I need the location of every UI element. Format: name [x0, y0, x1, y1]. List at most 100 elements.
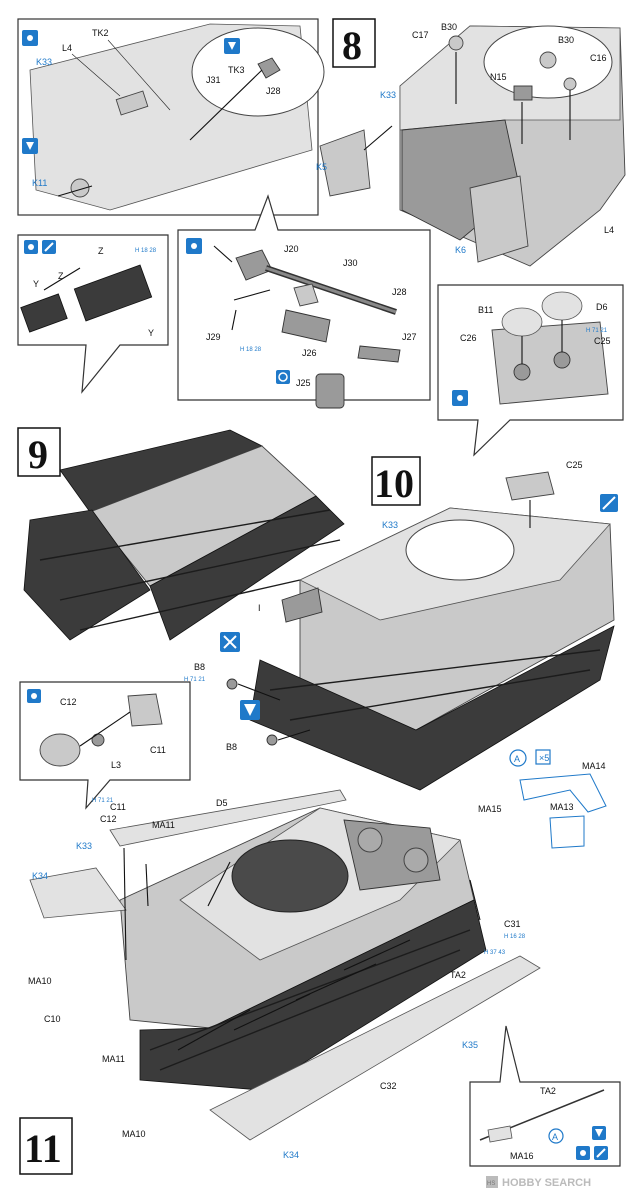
label-c31: C31: [504, 919, 521, 929]
headlight-subassembly: C12 C11 L3: [19, 681, 191, 810]
label-b30-b: B30: [558, 35, 574, 45]
paint-icon: [594, 1146, 608, 1160]
flip-icon: [276, 370, 290, 384]
watermark-badge: HS: [487, 1181, 495, 1187]
label-c26: C26: [460, 333, 477, 343]
step-11-section: 11: [19, 789, 541, 1175]
label-c12-sub: C12: [60, 697, 77, 707]
do-not-glue-icon: [220, 632, 240, 652]
watermark: HS HOBBY SEARCH: [486, 1176, 591, 1189]
label-tk3: TK3: [228, 65, 245, 75]
label-b8-b: B8: [226, 742, 237, 752]
label-j29: J29: [206, 332, 221, 342]
label-ta2: TA2: [450, 970, 466, 980]
label-k34-bottom: K34: [283, 1150, 299, 1160]
label-j25: J25: [296, 378, 311, 388]
label-b8-a: B8: [194, 662, 205, 672]
label-z-left: Z: [58, 271, 64, 281]
marker-a-detail: A: [552, 1132, 558, 1142]
step-11-hull-drawing: [29, 789, 541, 1141]
step-9-section: 9: [17, 427, 345, 641]
gun-subassembly: J20 J30 J28 J29 J26 J27 J25 H 18 28: [177, 194, 431, 409]
label-y-right: Y: [148, 328, 154, 338]
label-c25: C25: [594, 336, 611, 346]
cement-icon: [224, 38, 240, 54]
label-k34-top: K34: [32, 871, 48, 881]
label-ma15: MA15: [478, 804, 502, 814]
runner-ref-c31: H 16 28: [504, 934, 526, 940]
label-d6: D6: [596, 302, 608, 312]
glue-icon: [452, 390, 468, 406]
step-8-section: L4 TK2 K33 J31 TK3 J28 K11 8: [17, 18, 626, 267]
glue-icon: [27, 689, 41, 703]
step-number-8: 8: [342, 23, 362, 68]
ta2-detail-panel: A TA2 MA16: [469, 1025, 621, 1167]
glue-icon: [22, 30, 38, 46]
label-j26: J26: [302, 348, 317, 358]
label-n15: N15: [490, 72, 507, 82]
label-j28-gun: J28: [392, 287, 407, 297]
cement-icon: [240, 700, 260, 720]
label-k33: K33: [36, 57, 52, 67]
label-c10: C10: [44, 1014, 61, 1024]
label-l4: L4: [62, 43, 72, 53]
label-c11-11: C11: [110, 802, 126, 812]
step-number-11: 11: [24, 1126, 62, 1171]
label-k35: K35: [462, 1040, 478, 1050]
runner-ref-c11: H 71 21: [92, 798, 114, 804]
label-c17: C17: [412, 30, 429, 40]
label-ma11-low: MA11: [102, 1054, 125, 1064]
glue-icon: [24, 240, 38, 254]
label-j20: J20: [284, 244, 299, 254]
runner-ref-hatch: H 71 21: [586, 328, 608, 334]
label-z-top: Z: [98, 246, 104, 256]
runner-ref-track: H 18 28: [135, 248, 157, 254]
label-k5: K5: [316, 162, 327, 172]
label-tk2: TK2: [92, 28, 109, 38]
label-l3: L3: [111, 760, 121, 770]
step-number-10: 10: [374, 461, 414, 506]
label-k33-main: K33: [380, 90, 396, 100]
step-10-section: 10 C25 K33 I B8 B8 H 71 21: [184, 456, 618, 791]
glue-icon: [576, 1146, 590, 1160]
label-j28: J28: [266, 86, 281, 96]
label-ma13: MA13: [550, 802, 574, 812]
runner-ref-gun: H 18 28: [240, 347, 262, 353]
label-ma14: MA14: [582, 761, 606, 771]
label-l4-main: L4: [604, 225, 614, 235]
runner-ref-c32: H 37 43: [484, 950, 506, 956]
step-10-hull-drawing: [249, 471, 615, 791]
label-c25-step10: C25: [566, 460, 583, 470]
periscope-inset: [257, 57, 281, 79]
step-8-inset-panel: L4 TK2 K33 J31 TK3 J28 K11: [17, 18, 325, 216]
cement-icon: [22, 138, 38, 154]
paint-icon: [600, 494, 618, 512]
label-k33-step10: K33: [382, 520, 398, 530]
label-y-left: Y: [33, 279, 39, 289]
paint-icon: [42, 240, 56, 254]
label-ma11-top: MA11: [152, 820, 175, 830]
label-ma16: MA16: [510, 1151, 534, 1161]
label-k6: K6: [455, 245, 466, 255]
marker-a: A: [514, 754, 520, 764]
runner-ref-step10: H 71 21: [184, 677, 206, 683]
track-links-subassembly: H 18 28 Z Y Z Y: [17, 234, 169, 394]
label-c16: C16: [590, 53, 607, 63]
label-c32: C32: [380, 1081, 397, 1091]
hatch-inset: [115, 90, 149, 116]
label-b30-a: B30: [441, 22, 457, 32]
label-k33-11: K33: [76, 841, 92, 851]
hatch-subassembly: B11 D6 C26 C25 H 71 21: [437, 284, 624, 457]
label-c11-sub: C11: [150, 745, 166, 755]
label-k11: K11: [32, 178, 47, 188]
label-b11: B11: [478, 305, 493, 315]
watermark-text: HOBBY SEARCH: [502, 1177, 591, 1189]
label-c12-11: C12: [100, 814, 117, 824]
etch-detail-a: A ×5 MA14 MA15 MA13: [478, 749, 607, 849]
label-ma10-left: MA10: [28, 976, 52, 986]
turret-ring-inset: [191, 27, 325, 117]
label-d5: D5: [216, 798, 228, 808]
qty-label: ×5: [539, 753, 549, 763]
